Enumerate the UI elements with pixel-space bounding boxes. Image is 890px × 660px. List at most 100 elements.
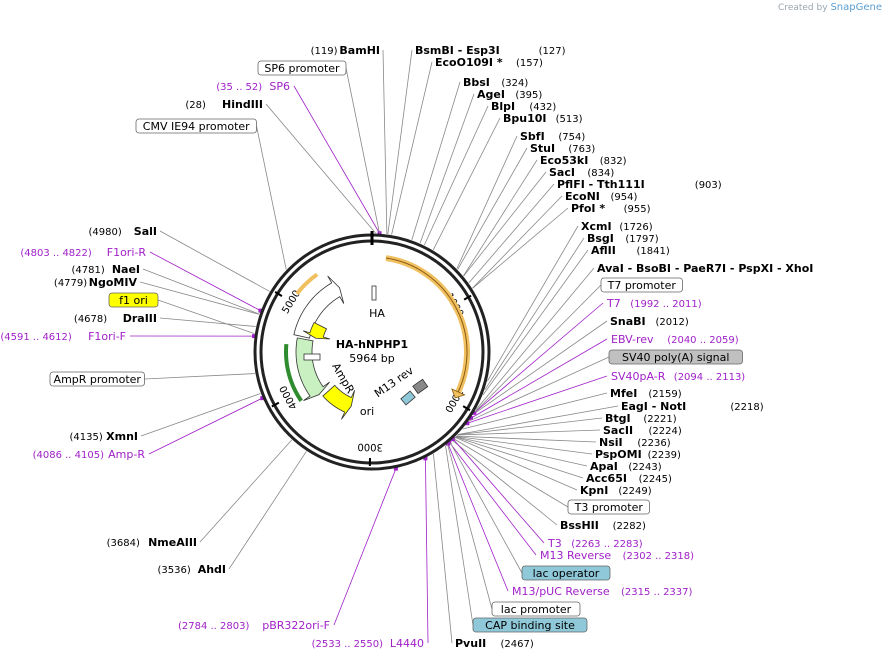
enzyme-position: (3536): [158, 565, 191, 576]
feature-leader: [449, 441, 523, 574]
enzyme-bsmbi: BsmBI - Esp3I: [415, 44, 500, 57]
enzyme-ngomiv: NgoMIV: [89, 276, 138, 289]
enzyme-nmeaiii: NmeAIII: [148, 536, 197, 549]
enzyme-leader: [382, 49, 388, 234]
enzyme-leader: [455, 435, 593, 455]
plasmid-size: 5964 bp: [349, 352, 394, 365]
enzyme-bpu10i: Bpu10I: [503, 112, 547, 125]
enzyme-position: (2012): [656, 317, 689, 328]
enzyme-sacii: SacII: [603, 424, 633, 437]
primer-range: (2263 .. 2283): [571, 539, 643, 550]
feature-box-t3-promoter: T3 promoter: [567, 499, 650, 515]
enzyme-leader: [199, 439, 293, 543]
enzyme-position: (832): [600, 156, 627, 167]
enzyme-position: (324): [501, 78, 528, 89]
primer-pbr322ori-f: pBR322ori-F: [262, 619, 330, 632]
enzyme-leader: [472, 195, 563, 289]
primer-site: [472, 410, 477, 415]
primer-m13/puc reverse: M13/pUC Reverse: [512, 585, 610, 598]
enzyme-position: (4678): [74, 314, 107, 325]
leader-lines: [129, 49, 619, 644]
primer-site: [451, 437, 456, 442]
enzyme-leader: [387, 49, 413, 235]
enzyme-sali: SalI: [134, 225, 157, 238]
enzyme-kpni: KpnI: [580, 484, 608, 497]
ha-tag: [371, 285, 377, 301]
enzyme-bsshii: BssHII: [560, 519, 599, 532]
enzyme-pfoi: PfoI *: [571, 202, 605, 215]
enzyme-leader: [228, 451, 307, 570]
feature-leader: [157, 299, 255, 335]
primer-m13 reverse: M13 Reverse: [540, 549, 611, 562]
enzyme-position: (2467): [501, 639, 534, 650]
feature-box-cap-binding-site: CAP binding site: [472, 617, 588, 633]
ha-arrow: [293, 275, 345, 339]
feature-box-ampr-promoter: AmpR promoter: [49, 371, 145, 387]
snapgene-credit: Created by SnapGene: [778, 2, 882, 13]
enzyme-xmni: XmnI: [106, 430, 138, 443]
enzyme-bsgi: BsgI: [587, 232, 614, 245]
enzyme-leader: [456, 135, 518, 269]
primer-site: [258, 308, 263, 313]
enzyme-position: (955): [624, 204, 651, 215]
enzyme-leader: [432, 117, 501, 251]
primer-site: [260, 396, 265, 401]
enzyme-econi: EcoNI: [565, 190, 600, 203]
svg-text:CMV IE94 promoter: CMV IE94 promoter: [143, 120, 250, 133]
center-label: HA-hNPHP1 5964 bp: [336, 338, 408, 365]
enzyme-position: (513): [556, 114, 583, 125]
enzyme-leader: [473, 320, 608, 415]
primer-range: (4086 .. 4105): [33, 450, 105, 461]
enzyme-position: (954): [611, 192, 638, 203]
feature-box-cmv-ie94-promoter: CMV IE94 promoter: [135, 118, 257, 134]
primer-leader: [449, 442, 537, 556]
feature-leader: [474, 284, 602, 413]
enzyme-position: (763): [568, 144, 595, 155]
primer-site: [468, 416, 473, 421]
primer-leader: [333, 468, 397, 626]
primer-range: (2094 .. 2113): [674, 372, 746, 383]
enzyme-draiii: DraIII: [123, 312, 157, 325]
enzyme-bamhi: BamHI: [339, 44, 380, 57]
primer-range: (2533 .. 2550): [312, 639, 384, 650]
enzyme-bbsi: BbsI: [463, 76, 490, 89]
enzyme-leader: [139, 281, 260, 315]
svg-text:lac promoter: lac promoter: [501, 603, 572, 616]
enzyme-position: (2236): [637, 438, 670, 449]
primer-leader: [148, 397, 263, 455]
feature-box-f1-ori: f1 ori: [108, 292, 159, 308]
svg-text:SP6 promoter: SP6 promoter: [264, 62, 340, 75]
enzyme-eco53ki: Eco53kI: [540, 154, 588, 167]
primer-leader: [467, 375, 608, 424]
enzyme-pvuii: PvuII: [455, 637, 486, 650]
primer-range: (2040 .. 2059): [667, 335, 739, 346]
svg-text:CAP binding site: CAP binding site: [485, 619, 575, 632]
primer-range: (4803 .. 4822): [20, 248, 92, 259]
enzyme-position: (2159): [648, 389, 681, 400]
enzyme-leader: [457, 405, 619, 435]
enzyme-mfei: MfeI: [610, 387, 637, 400]
tick-label: 3000: [357, 441, 383, 452]
enzyme-leader: [140, 393, 261, 437]
enzyme-agei: AgeI: [477, 88, 505, 101]
enzyme-leader: [159, 230, 270, 292]
enzyme-hindiii: HindIII: [222, 98, 263, 111]
primer-f1ori-r: F1ori-R: [107, 246, 147, 259]
enzyme-pflfi: PflFI - Tth111I: [557, 178, 645, 191]
primer-range: (4591 .. 4612): [0, 332, 72, 343]
feature-leader: [345, 67, 380, 234]
enzyme-position: (2245): [639, 474, 672, 485]
enzyme-leader: [457, 417, 603, 436]
feature-box-sv40-poly-a-signal: SV40 poly(A) signal: [608, 349, 743, 365]
enzyme-leader: [159, 317, 256, 327]
enzyme-position: (834): [587, 168, 614, 179]
enzyme-leader: [457, 147, 528, 270]
feature-leader: [468, 356, 610, 422]
tick-2000: [462, 405, 471, 412]
lac-box: [400, 390, 416, 406]
enzyme-position: (2282): [613, 521, 646, 532]
feature-leader: [445, 445, 474, 626]
feature-leader: [144, 373, 255, 380]
enzyme-position: (4135): [70, 432, 103, 443]
